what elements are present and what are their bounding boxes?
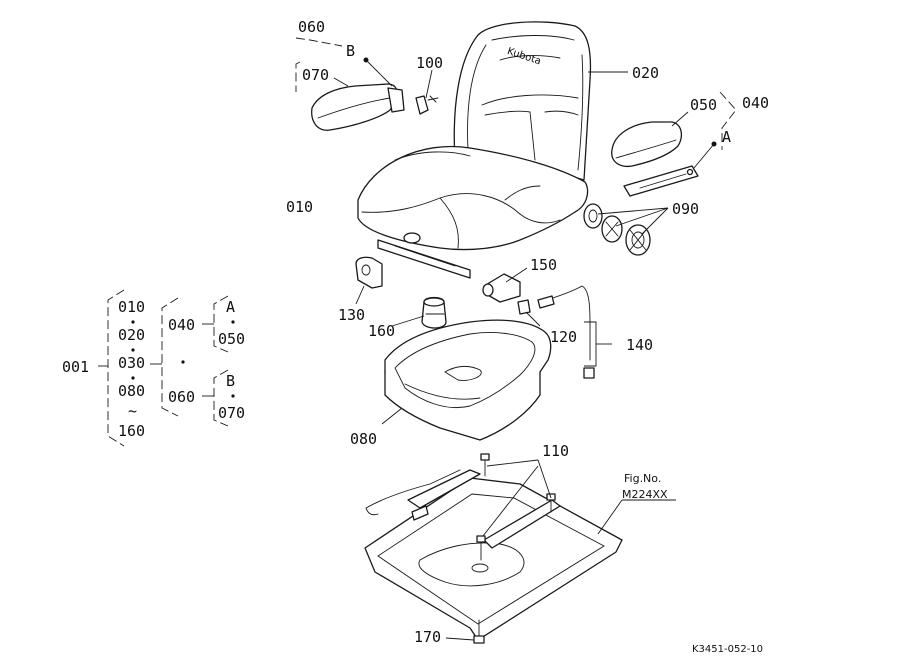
assembly-tree: 001 010 020 030 080 ~ 160 040 060 A 050 … bbox=[62, 289, 245, 447]
label-020: 020 bbox=[632, 64, 659, 82]
tree-col2-0: 040 bbox=[168, 316, 195, 334]
label-130: 130 bbox=[338, 306, 365, 324]
label-110: 110 bbox=[542, 442, 569, 460]
tree-col3b-1: 070 bbox=[218, 404, 245, 422]
label-050: 050 bbox=[690, 96, 717, 114]
label-100: 100 bbox=[416, 54, 443, 72]
seat-back: Kubota bbox=[453, 21, 592, 181]
drawing-code: K3451-052-10 bbox=[692, 644, 763, 655]
tree-col1-3: 080 bbox=[118, 382, 145, 400]
cap-160 bbox=[421, 296, 447, 329]
figure-number: M224XX bbox=[622, 488, 668, 501]
armrest-right bbox=[611, 121, 699, 197]
tree-col3b-0: B bbox=[226, 372, 235, 390]
label-ref-a: A bbox=[722, 128, 731, 146]
figure-title: Fig.No. bbox=[624, 472, 661, 485]
tree-col1-4: 160 bbox=[118, 422, 145, 440]
leader-lines bbox=[333, 57, 717, 641]
label-010: 010 bbox=[286, 198, 313, 216]
tree-root: 001 bbox=[62, 358, 89, 376]
label-080: 080 bbox=[350, 430, 377, 448]
switch-150 bbox=[482, 273, 521, 303]
bracket-130 bbox=[355, 256, 383, 289]
tree-col3a-0: A bbox=[226, 298, 235, 316]
label-120: 120 bbox=[550, 328, 577, 346]
tree-col1-1: 020 bbox=[118, 326, 145, 344]
label-070: 070 bbox=[302, 66, 329, 84]
tree-col1-2: 030 bbox=[118, 354, 145, 372]
group-bracket-040 bbox=[719, 91, 737, 150]
bolt-100 bbox=[415, 95, 439, 115]
label-060: 060 bbox=[298, 18, 325, 36]
tree-col3a-1: 050 bbox=[218, 330, 245, 348]
group-bracket-060 bbox=[295, 37, 343, 92]
knob-090 bbox=[583, 203, 651, 256]
seat-pan bbox=[384, 319, 552, 441]
label-040: 040 bbox=[742, 94, 769, 112]
label-170: 170 bbox=[414, 628, 441, 646]
label-ref-b: B bbox=[346, 42, 355, 60]
seat-cushion bbox=[357, 145, 589, 279]
label-160: 160 bbox=[368, 322, 395, 340]
label-140: 140 bbox=[626, 336, 653, 354]
tree-col1-0: 010 bbox=[118, 298, 145, 316]
tree-tilde: ~ bbox=[128, 402, 137, 420]
base-plate bbox=[364, 453, 623, 644]
tree-col2-1: 060 bbox=[168, 388, 195, 406]
label-090: 090 bbox=[672, 200, 699, 218]
label-150: 150 bbox=[530, 256, 557, 274]
harness-140 bbox=[517, 285, 595, 379]
armrest-left bbox=[311, 83, 405, 131]
